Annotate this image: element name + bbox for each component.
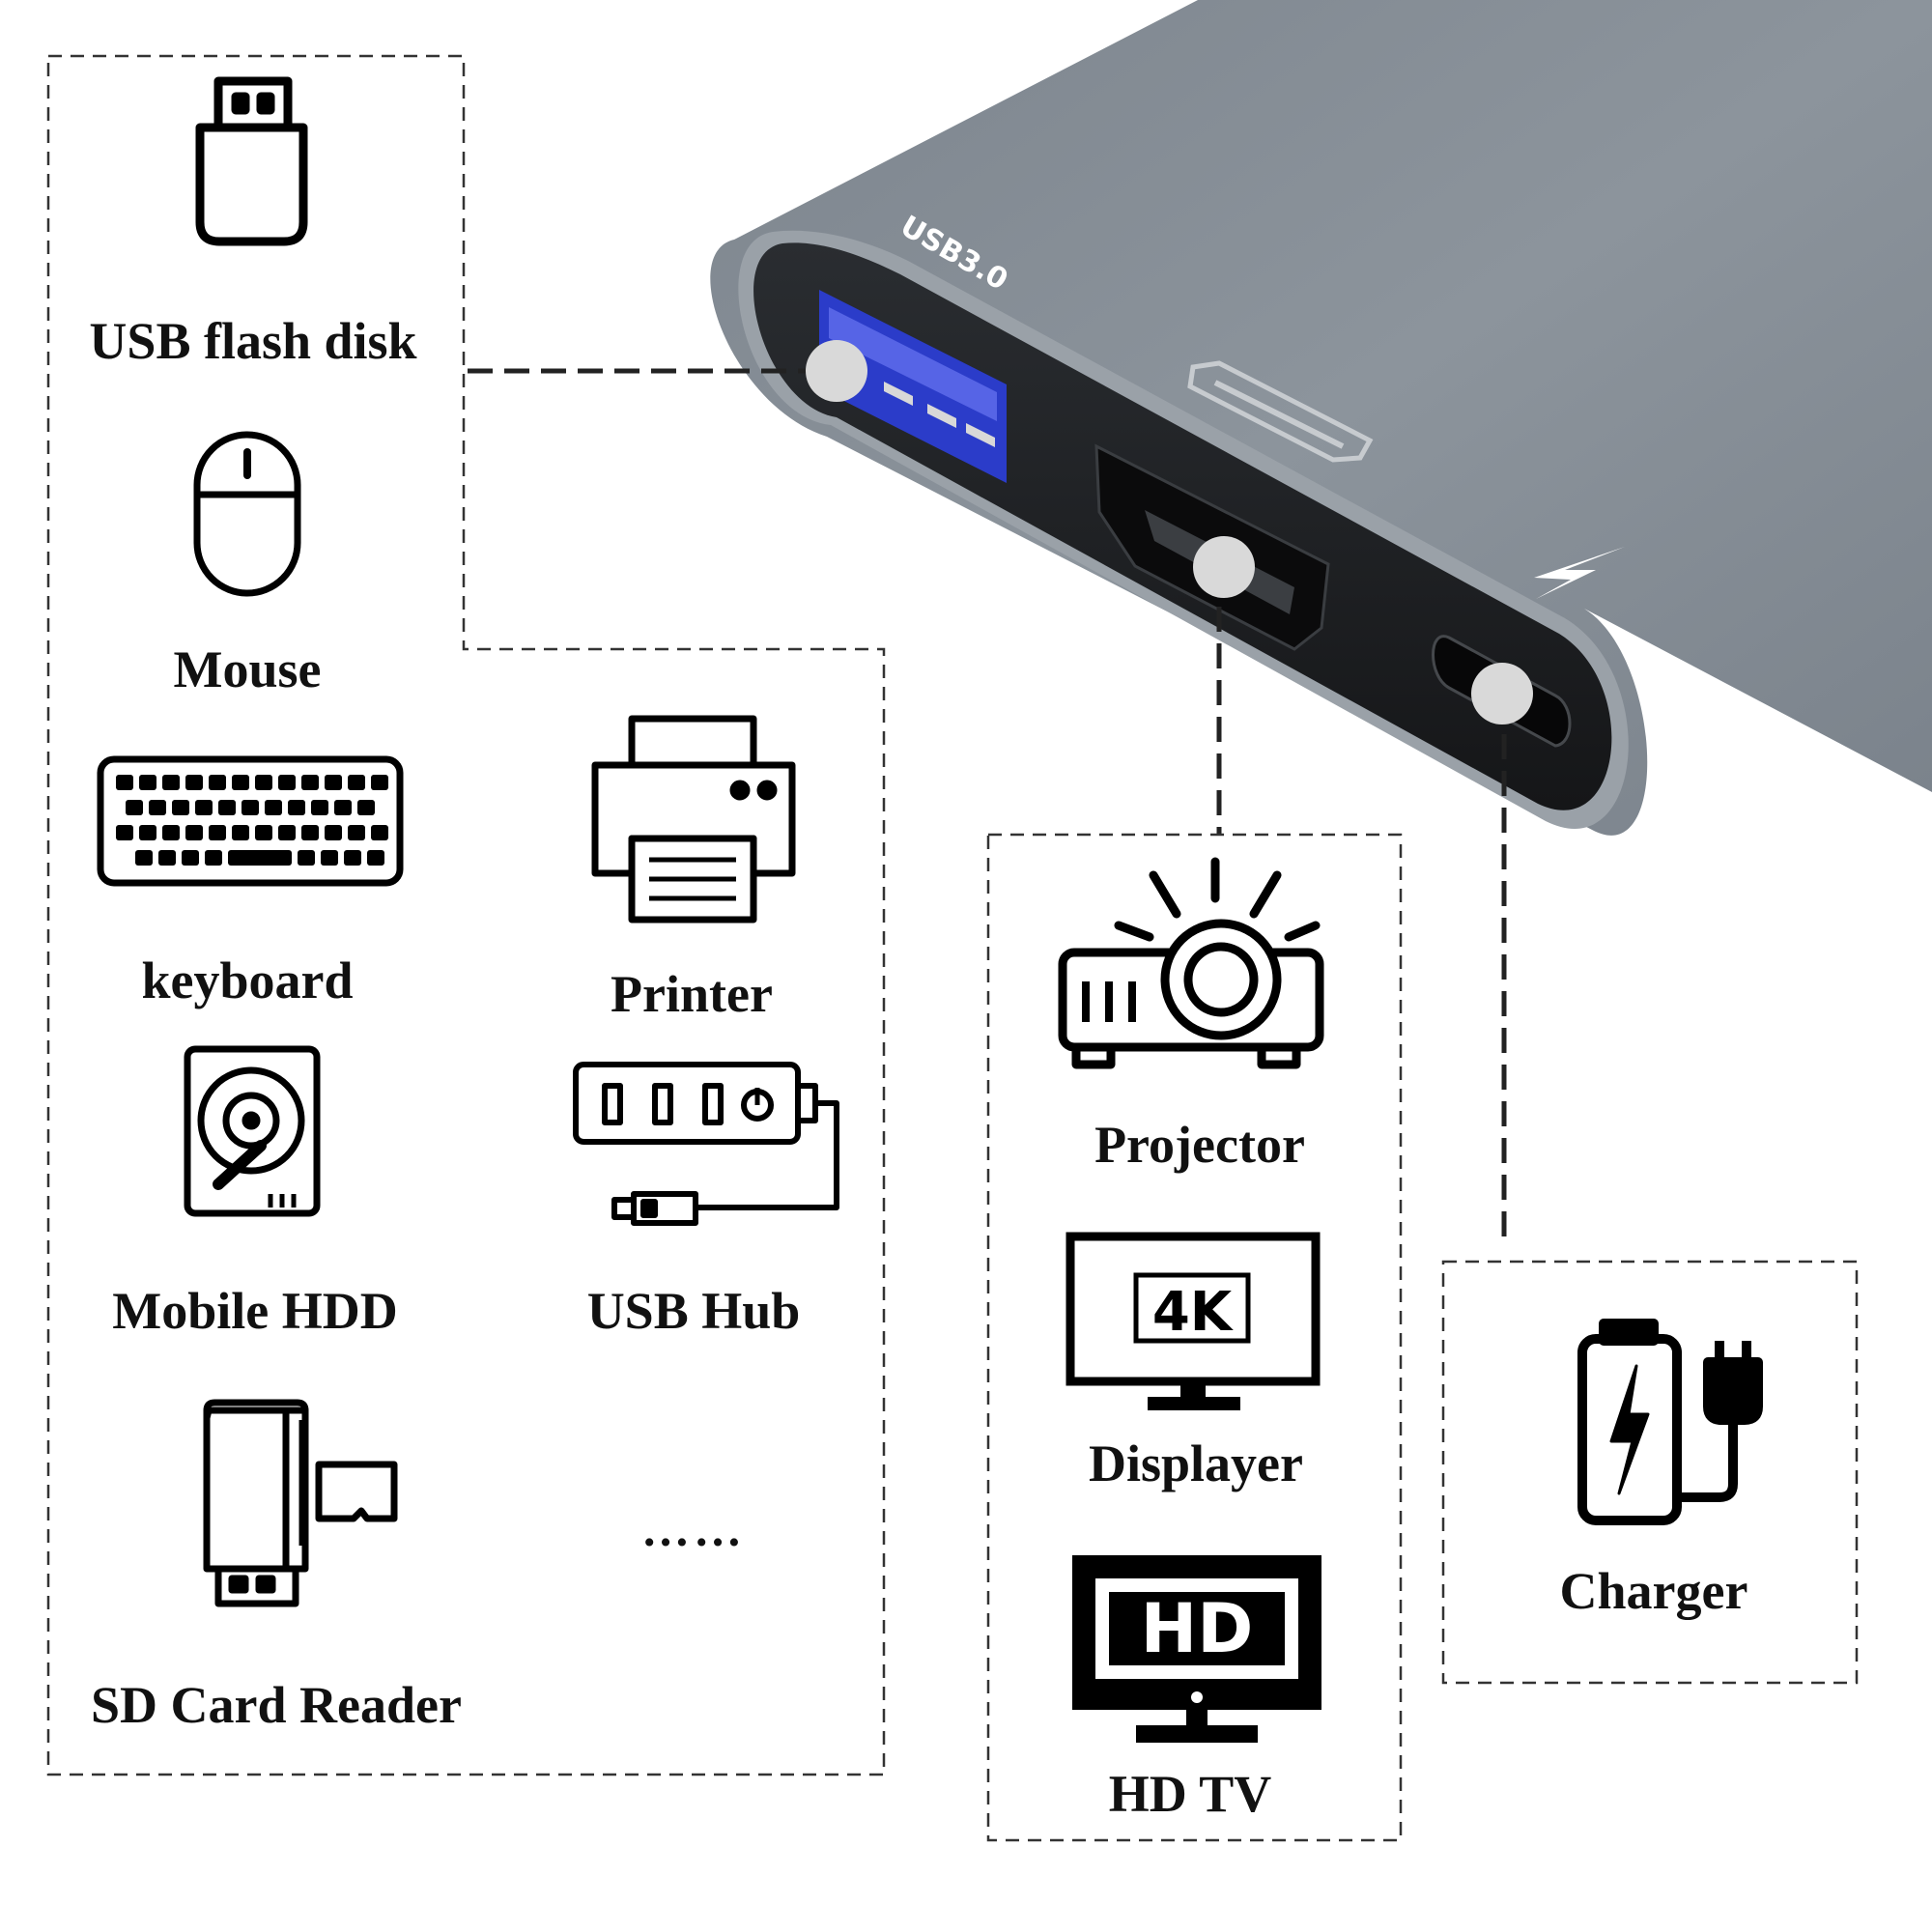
keyboard-key — [209, 825, 226, 840]
projector-label: Projector — [1094, 1116, 1305, 1174]
keyboard-key — [288, 800, 305, 815]
keyboard-key — [126, 800, 143, 815]
keyboard-key — [162, 825, 180, 840]
keyboard-key — [232, 775, 249, 790]
usb-c-adapter: USB3.0 — [710, 0, 1932, 836]
keyboard-key — [205, 850, 222, 866]
keyboard-key — [301, 825, 319, 840]
usb-flash-disk-icon — [195, 76, 308, 246]
keyboard-key — [344, 850, 361, 866]
keyboard-key — [195, 800, 213, 815]
keyboard-key — [185, 775, 203, 790]
keyboard-key — [162, 775, 180, 790]
usb-devices-box — [46, 54, 886, 1776]
hd-tv-icon: HD — [1072, 1555, 1321, 1743]
keyboard-key — [301, 775, 319, 790]
more-devices-ellipsis: …… — [641, 1502, 746, 1556]
charger-icon — [1577, 1319, 1763, 1525]
keyboard-key — [367, 850, 384, 866]
lightning-icon — [1534, 547, 1625, 599]
usbc-port-marker — [1471, 663, 1533, 724]
keyboard-key — [116, 775, 133, 790]
sd-card-reader-label: SD Card Reader — [91, 1676, 462, 1734]
tv-hd-badge: HD — [1141, 1589, 1254, 1668]
keyboard-key — [139, 825, 156, 840]
keyboard-label: keyboard — [141, 952, 354, 1009]
keyboard-key — [242, 800, 259, 815]
keyboard-key — [218, 800, 236, 815]
printer-label: Printer — [611, 965, 773, 1023]
monitor-4k-icon: 4K — [1065, 1232, 1321, 1410]
keyboard-key — [325, 825, 342, 840]
keyboard-key — [357, 800, 375, 815]
usb-a-port — [819, 290, 1007, 483]
hard-drive-icon — [184, 1045, 321, 1217]
projector-icon — [1058, 857, 1324, 1069]
mouse-icon — [193, 431, 301, 597]
hdmi-devices-box — [986, 833, 1403, 1842]
keyboard-icon — [97, 755, 404, 887]
keyboard-key — [278, 775, 296, 790]
keyboard-key — [149, 800, 166, 815]
mobile-hdd-label: Mobile HDD — [112, 1282, 398, 1340]
keyboard-key — [135, 850, 153, 866]
printer-icon — [591, 715, 796, 923]
keyboard-key — [371, 775, 388, 790]
hdmi-port-marker — [1193, 536, 1255, 598]
keyboard-key — [185, 825, 203, 840]
mouse-label: Mouse — [173, 640, 322, 698]
keyboard-key — [116, 825, 133, 840]
displayer-label: Displayer — [1089, 1435, 1303, 1492]
keyboard-key — [232, 825, 249, 840]
keyboard-key — [209, 775, 226, 790]
keyboard-key — [265, 800, 282, 815]
keyboard-key — [228, 850, 292, 866]
keyboard-key — [278, 825, 296, 840]
usb-hub-label: USB Hub — [586, 1282, 801, 1340]
keyboard-key — [182, 850, 199, 866]
keyboard-key — [255, 775, 272, 790]
keyboard-key — [321, 850, 338, 866]
keyboard-key — [255, 825, 272, 840]
connector-lines — [468, 368, 1507, 1246]
hdmi-logo-icon — [1187, 360, 1374, 463]
keyboard-key — [311, 800, 328, 815]
charger-box — [1441, 1260, 1859, 1685]
keyboard-key — [371, 825, 388, 840]
keyboard-key — [334, 800, 352, 815]
keyboard-key — [139, 775, 156, 790]
keyboard-key — [348, 825, 365, 840]
keyboard-key — [172, 800, 189, 815]
keyboard-key — [158, 850, 176, 866]
keyboard-key — [325, 775, 342, 790]
sd-card-reader-icon — [203, 1399, 398, 1607]
keyboard-key — [298, 850, 315, 866]
keyboard-key — [348, 775, 365, 790]
usb-port-marker — [806, 340, 867, 402]
usb-flash-disk-label: USB flash disk — [89, 312, 417, 370]
usb-hub-icon — [573, 1062, 839, 1226]
monitor-4k-badge: 4K — [1152, 1281, 1235, 1344]
charger-label: Charger — [1559, 1562, 1748, 1620]
hd-tv-label: HD TV — [1108, 1765, 1272, 1823]
